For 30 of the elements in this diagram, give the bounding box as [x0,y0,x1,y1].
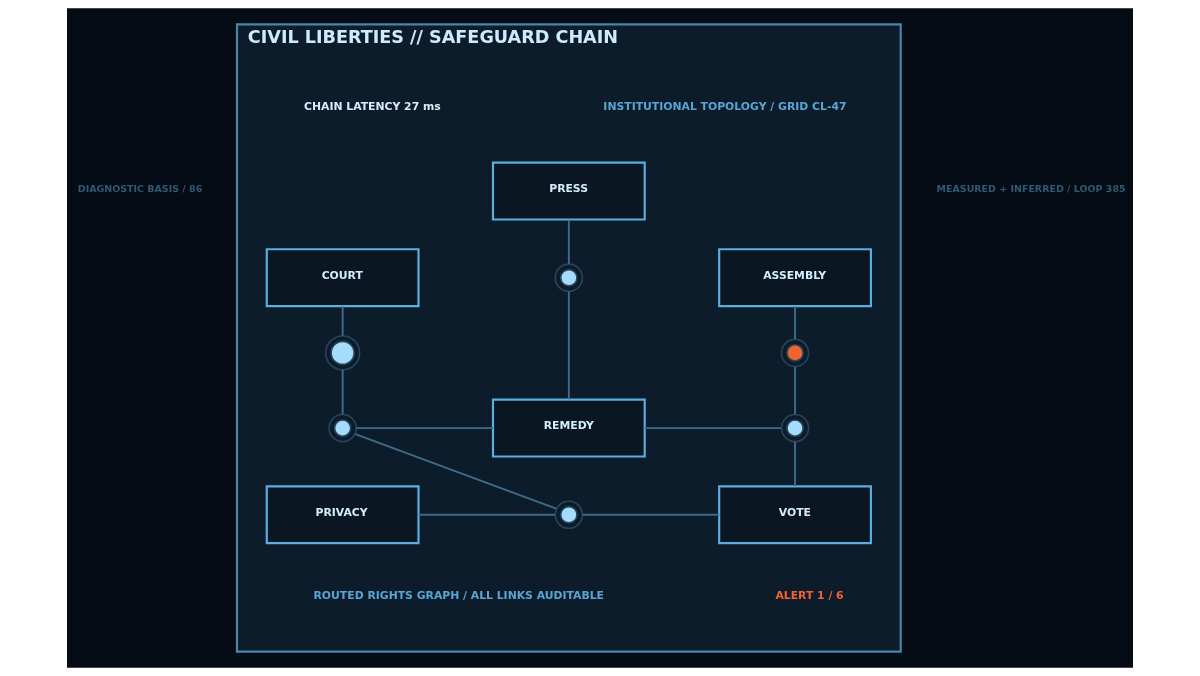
connector [354,433,558,510]
node-circle [328,413,357,443]
connector [794,365,796,416]
node-circle [324,335,361,371]
connector [794,440,796,487]
connector [567,290,570,401]
label: ALERT 1 / 6 [775,588,844,602]
node-box: ASSEMBLY [718,248,872,308]
label: DIAGNOSTIC BASIS / 86 [77,182,203,194]
node-box: REMEDY [491,398,646,458]
label: ROUTED RIGHTS GRAPH / ALL LINKS AUDITABLE [313,588,605,602]
label: MEASURED + INFERRED / LOOP 385 [936,182,1126,194]
connector [643,427,782,429]
connector [341,369,344,416]
node-circle [554,263,584,293]
node-box: COURT [265,248,420,308]
label: INSTITUTIONAL TOPOLOGY / GRID CL-47 [603,99,847,113]
node-box: VOTE [718,485,872,545]
connector [355,427,494,429]
connector [417,513,556,516]
node-circle [554,500,584,530]
node-circle [780,338,810,368]
label: CHAIN LATENCY 27 ms [304,99,441,113]
node-box: PRIVACY [265,485,420,545]
node-circle [780,413,810,443]
node-box: PRESS [491,161,646,221]
connector [341,305,344,337]
connector [581,513,721,516]
connector [567,218,570,266]
connector [794,305,796,341]
